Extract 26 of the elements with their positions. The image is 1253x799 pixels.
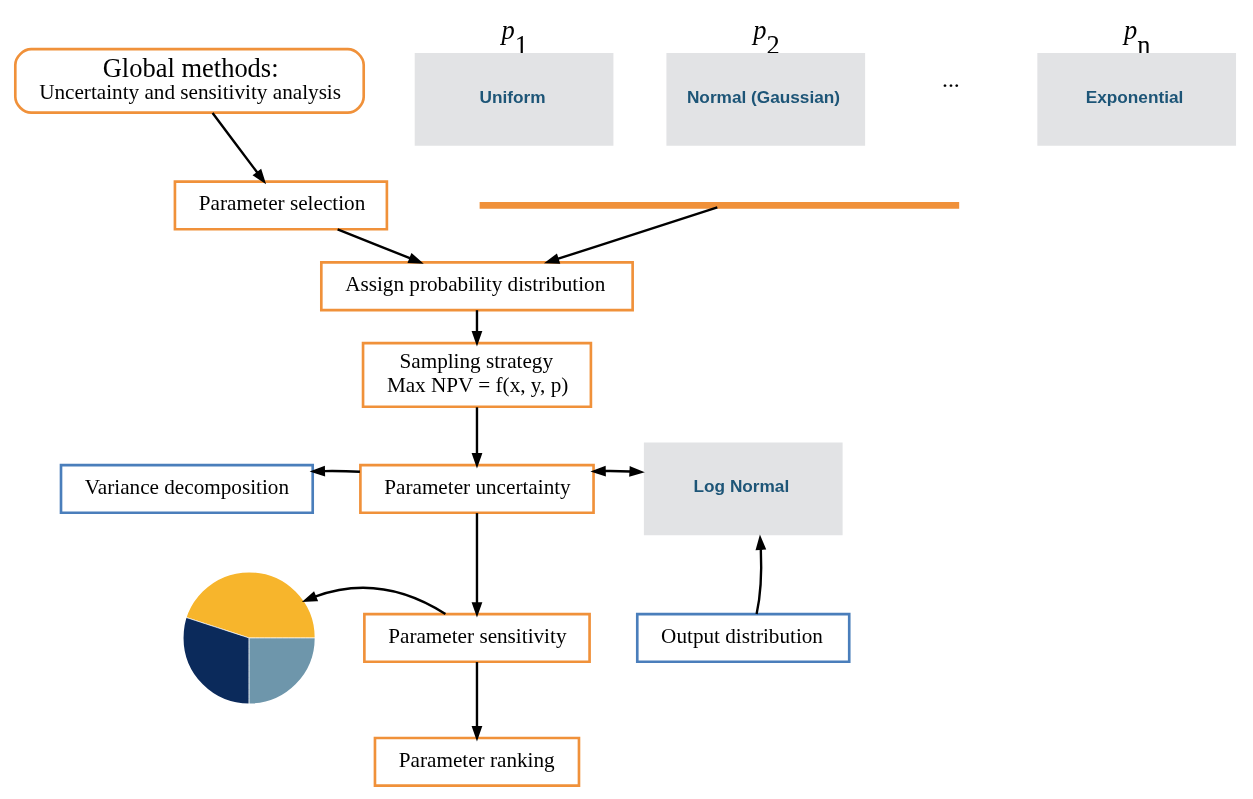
node-box: Normal (Gaussian) <box>665 53 865 146</box>
node-box: Sampling strategy Max NPV = f(x, y, p) <box>361 341 592 409</box>
node-box: Assign probability distribution <box>319 261 634 312</box>
arrow <box>309 465 360 477</box>
node-box: Output distribution <box>635 612 851 664</box>
arrow <box>301 586 446 616</box>
node-box: Global methods: Uncertainty and sensitivity analysis <box>13 47 365 114</box>
node-box: Parameter selection <box>173 180 388 231</box>
arrow <box>336 228 424 264</box>
node-bar <box>479 202 959 209</box>
label: ... <box>941 65 960 92</box>
node-box: Exponential <box>1036 53 1236 146</box>
node-box: Variance decomposition <box>59 463 314 515</box>
node-box: Parameter sensitivity <box>362 612 591 664</box>
arrow <box>754 534 766 615</box>
arrow <box>543 206 718 264</box>
node-box: Log Normal <box>643 442 843 536</box>
arrow <box>471 407 482 469</box>
arrow <box>471 662 482 742</box>
arrow <box>471 513 482 618</box>
node-box: Parameter uncertainty <box>358 463 595 515</box>
arrow <box>471 310 482 347</box>
node-box: Parameter ranking <box>373 736 580 787</box>
arrow <box>211 112 266 185</box>
arrow <box>589 465 645 477</box>
node-box: Uniform <box>414 53 613 146</box>
